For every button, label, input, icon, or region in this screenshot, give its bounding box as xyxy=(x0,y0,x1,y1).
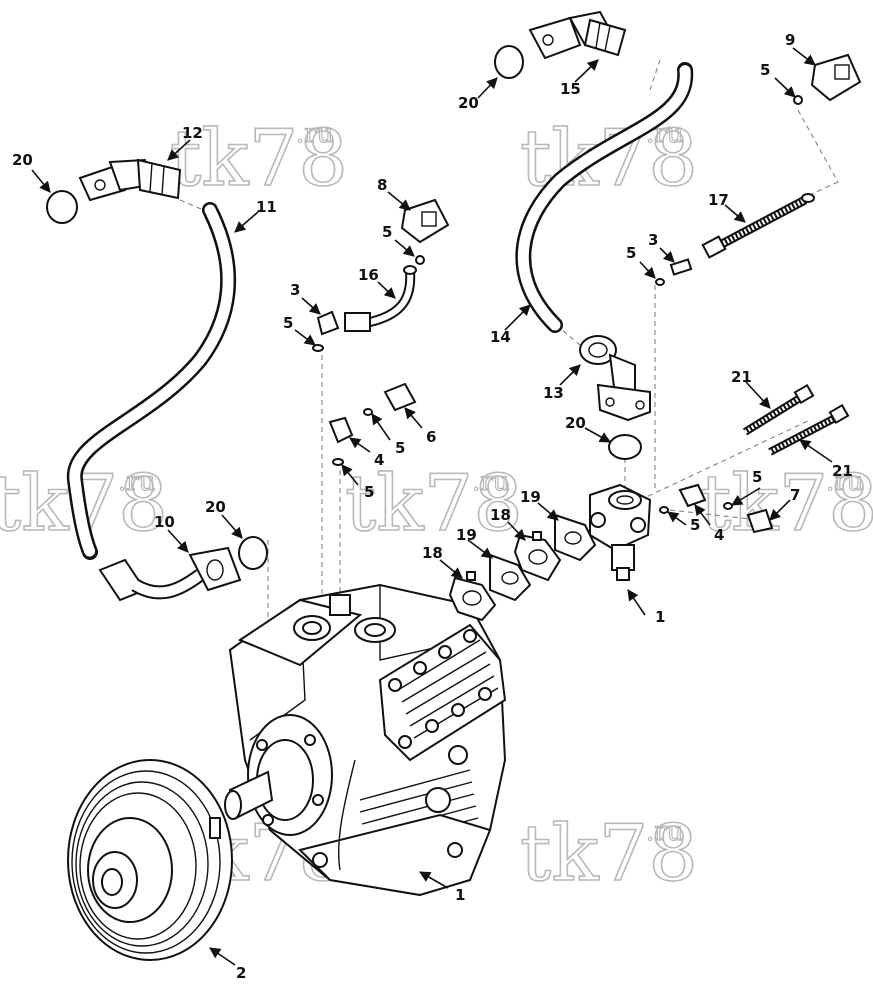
callout-label: 8 xyxy=(377,176,387,194)
callout-label: 5 xyxy=(364,483,374,501)
svg-text:.ru: .ru xyxy=(472,467,509,497)
callout-label: 16 xyxy=(358,266,379,284)
service-valve xyxy=(589,483,652,581)
switch-9 xyxy=(793,53,862,105)
watermark: tk78.ru xyxy=(344,458,523,550)
callout-label: 21 xyxy=(832,462,853,480)
callout-label: 18 xyxy=(490,506,511,524)
hose-14 xyxy=(515,62,694,333)
tube-10 xyxy=(98,546,242,602)
svg-text:tk78: tk78 xyxy=(520,809,698,899)
callout-label: 2 xyxy=(236,964,246,982)
switch-8 xyxy=(400,198,450,265)
elbow-fitting-12 xyxy=(78,158,182,202)
callout-label: 1 xyxy=(655,608,665,626)
callout-label: 20 xyxy=(12,151,33,169)
pulley xyxy=(67,759,233,961)
svg-text:.ru: .ru xyxy=(118,467,155,497)
callout-label: 6 xyxy=(426,428,436,446)
svg-text:.ru: .ru xyxy=(826,467,863,497)
line-17 xyxy=(701,193,815,259)
bolts-21 xyxy=(742,383,850,456)
callout-label: 5 xyxy=(395,439,405,457)
callout-label: 20 xyxy=(205,498,226,516)
callout-label: 4 xyxy=(714,526,724,544)
gaskets xyxy=(448,513,597,622)
callout-label: 4 xyxy=(374,451,384,469)
callout-label: 5 xyxy=(626,244,636,262)
callout-label: 19 xyxy=(456,526,477,544)
callout-label: 11 xyxy=(256,198,277,216)
callout-label: 21 xyxy=(731,368,752,386)
callout-label: 5 xyxy=(690,516,700,534)
o-rings-20 xyxy=(46,45,642,570)
callout-label: 14 xyxy=(490,328,511,346)
svg-text:tk78: tk78 xyxy=(170,114,348,204)
callout-label: 19 xyxy=(520,488,541,506)
compressor-body xyxy=(224,583,507,897)
callout-label: 18 xyxy=(422,544,443,562)
callout-label: 20 xyxy=(565,414,586,432)
svg-text:.ru: .ru xyxy=(646,817,683,847)
watermark: tk78.ru xyxy=(169,113,348,205)
callout-label: 3 xyxy=(648,231,658,249)
callout-label: 9 xyxy=(785,31,795,49)
callout-label: 12 xyxy=(182,124,203,142)
small-fittings xyxy=(312,258,774,534)
elbow-fitting-15 xyxy=(528,10,627,60)
callout-label: 17 xyxy=(708,191,729,209)
tube-16 xyxy=(344,265,417,332)
callout-label: 5 xyxy=(752,468,762,486)
callouts: 1 1 1 2 3 3 4 4 5 5 5 5 5 5 5 5 6 7 8 9 … xyxy=(12,31,853,982)
leader-lines xyxy=(31,47,833,966)
callout-label: 7 xyxy=(790,486,800,504)
callout-label: 5 xyxy=(760,61,770,79)
callout-label: 3 xyxy=(290,281,300,299)
callout-label: 15 xyxy=(560,80,581,98)
svg-text:.ru: .ru xyxy=(296,119,333,149)
callout-label: 13 xyxy=(543,384,564,402)
callout-label: 20 xyxy=(458,94,479,112)
svg-text:tk78: tk78 xyxy=(345,459,523,549)
elbow-fitting-13 xyxy=(579,335,651,422)
callout-label: 5 xyxy=(283,314,293,332)
hose-11 xyxy=(66,202,237,560)
callout-label: 5 xyxy=(382,223,392,241)
callout-label: 10 xyxy=(154,513,175,531)
callout-label: 1 xyxy=(455,886,465,904)
watermark: tk78.ru xyxy=(519,808,698,900)
